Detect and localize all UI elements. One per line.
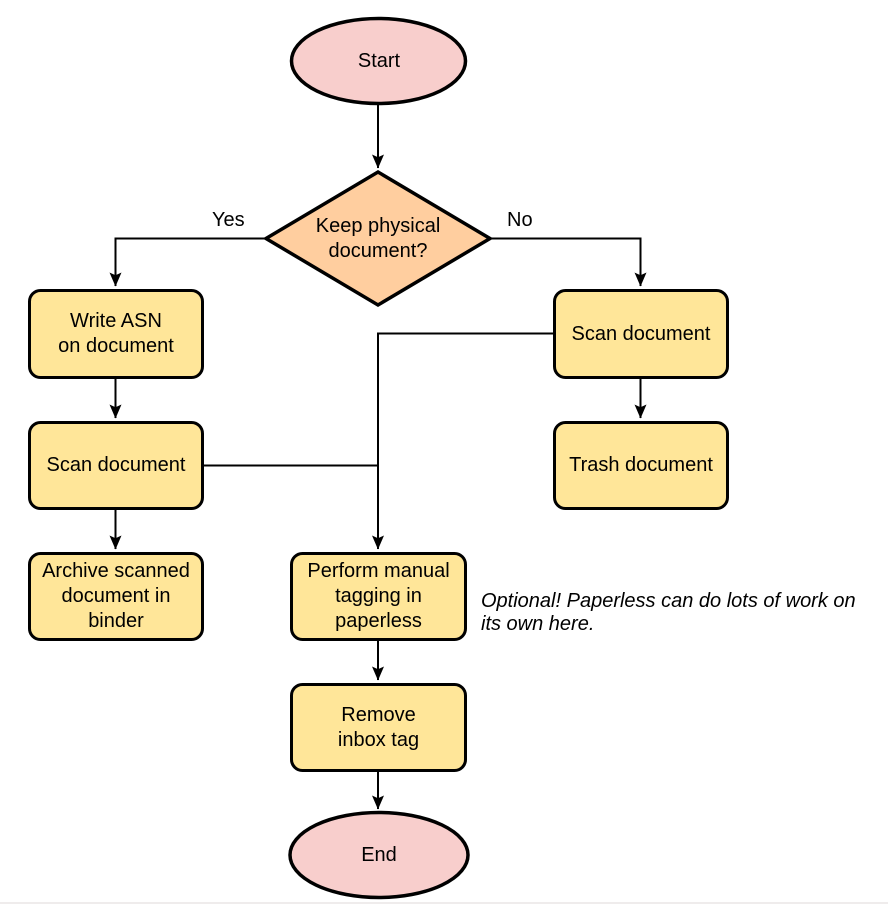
edge-decision-no [490,237,647,287]
decision-node-shape [262,169,494,308]
scan-left-node-label: Scan document [46,454,186,476]
remove-inbox-tag-node-label: Remove inbox tag [337,703,420,751]
manual-tagging-node-label: Perform manual tagging in paperless [307,560,450,632]
end-node-label: End [361,844,397,866]
optional-note: Optional! Paperless can do lots of work … [481,590,856,635]
scan-right-node-shape [553,289,729,379]
start-node-shape [289,16,468,106]
edge-scanright-to-tagging [372,332,553,550]
manual-tagging-node-shape [290,552,467,641]
trash-node-label: Trash document [569,454,713,476]
end-node-shape [288,810,470,900]
remove-inbox-tag-node-shape [290,683,467,772]
write-asn-node-label: Write ASN on document [58,310,174,357]
write-asn-node-shape [28,289,204,379]
scan-right-node-label: Scan document [571,322,711,345]
trash-node-shape [553,421,729,510]
archive-binder-node-shape [28,552,204,641]
yes-edge-label: Yes [212,209,245,231]
start-node-label: Start [357,50,401,72]
edge-decision-yes [109,237,266,287]
decision-node-label: Keep physical document? [315,214,441,262]
no-edge-label: No [507,209,533,231]
archive-binder-node-label: Archive scanned document in binder [42,560,190,632]
scan-left-node-shape [28,421,204,510]
bottom-divider [0,902,888,904]
